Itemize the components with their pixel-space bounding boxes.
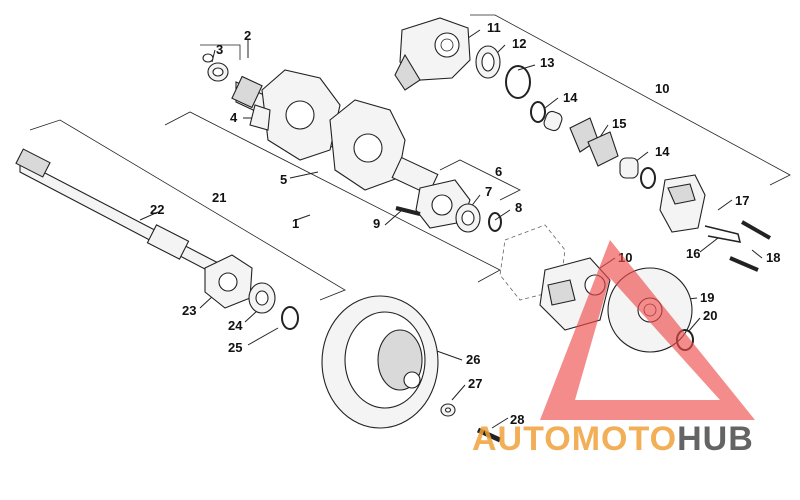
watermark-triangle-icon	[540, 240, 755, 420]
svg-text:AUTOMOTOHUB: AUTOMOTOHUB	[472, 420, 754, 458]
watermark-hub: HUB	[677, 420, 754, 458]
callout-19: 19	[700, 290, 714, 305]
callout-27: 27	[468, 376, 482, 391]
callout-28: 28	[510, 412, 524, 427]
callout-26: 26	[466, 352, 480, 367]
drive-shaft-group	[202, 53, 439, 196]
callout-9: 9	[373, 216, 380, 231]
callout-14-upper: 14	[563, 90, 578, 105]
callout-4: 4	[230, 110, 238, 125]
callout-14-lower: 14	[655, 144, 670, 159]
callout-25: 25	[228, 340, 242, 355]
callout-17: 17	[735, 193, 749, 208]
bearing-flange-group	[395, 179, 502, 233]
callout-11: 11	[487, 20, 501, 35]
callout-15: 15	[612, 116, 626, 131]
callout-12: 12	[512, 36, 526, 51]
callout-6: 6	[495, 164, 502, 179]
callout-8: 8	[515, 200, 522, 215]
callout-23: 23	[182, 303, 196, 318]
callout-1: 1	[292, 216, 299, 231]
callout-22: 22	[150, 202, 164, 217]
callout-10-upper: 10	[655, 81, 669, 96]
callout-16: 16	[686, 246, 700, 261]
callout-5: 5	[280, 172, 287, 187]
callout-18: 18	[766, 250, 780, 265]
callout-20: 20	[703, 308, 717, 323]
watermark-auto: AUTO	[472, 420, 572, 458]
clutch-group	[321, 295, 502, 443]
callout-7: 7	[485, 184, 492, 199]
callout-21: 21	[212, 190, 226, 205]
upper-chaincase-group	[394, 17, 771, 272]
callout-2: 2	[244, 28, 251, 43]
callout-3: 3	[216, 42, 223, 57]
callout-labels: 1 2 3 4 5 6 7 8 9 10 10 11 12 13 14 14 1…	[150, 20, 780, 427]
assembly-brackets	[29, 14, 791, 301]
watermark-moto: MOTO	[572, 420, 677, 458]
callout-13: 13	[540, 55, 554, 70]
callout-24: 24	[228, 318, 243, 333]
automotohub-watermark: AUTOMOTOHUB	[472, 240, 755, 458]
axle-group	[15, 148, 299, 330]
